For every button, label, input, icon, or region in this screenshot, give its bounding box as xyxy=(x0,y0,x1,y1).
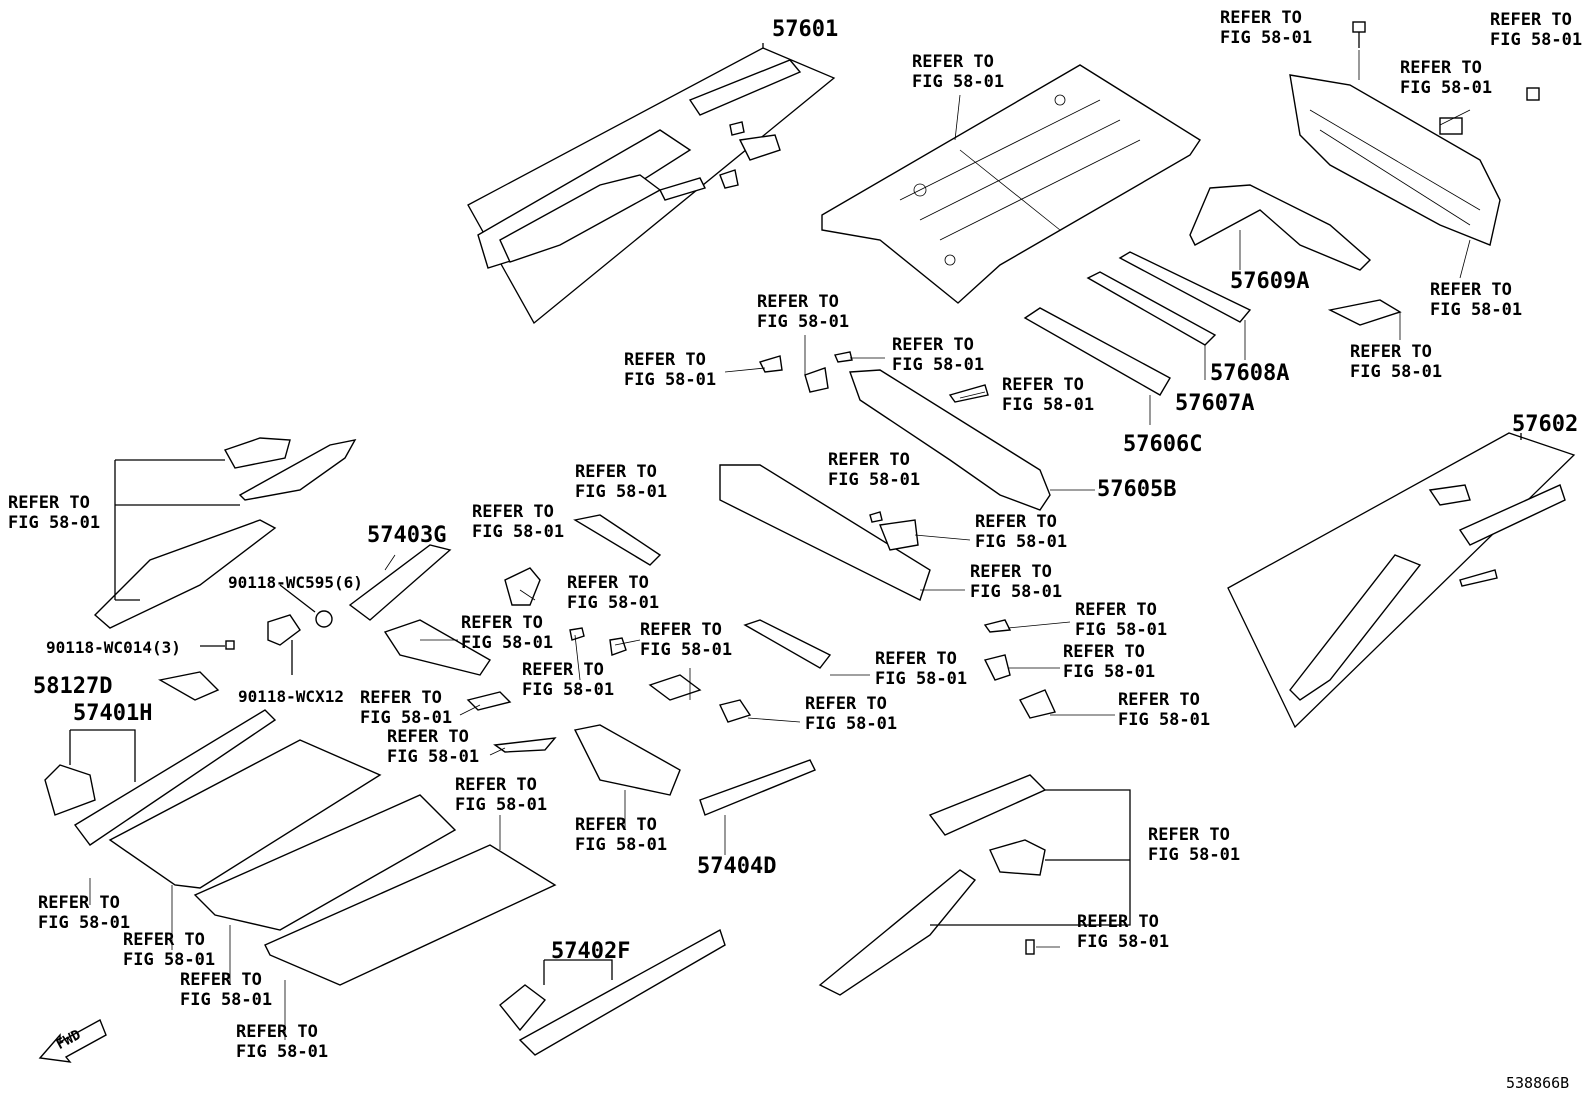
part-number-90118-WCX12: 90118-WCX12 xyxy=(238,687,344,706)
part-left-upper-group xyxy=(93,437,357,629)
bracket-wcx12 xyxy=(267,614,301,646)
part-number-57401H: 57401H xyxy=(73,701,153,726)
clip-icon xyxy=(315,610,333,628)
part-57609A xyxy=(1189,184,1372,271)
refer-label: REFER TO FIG 58-01 xyxy=(461,613,554,653)
refer-label: REFER TO FIG 58-01 xyxy=(892,335,985,375)
part-number-90118-WC014: 90118-WC014(3) xyxy=(46,638,181,657)
leader-lines xyxy=(89,50,1471,1040)
refer-label: REFER TO FIG 58-01 xyxy=(522,660,615,700)
refer-label: REFER TO FIG 58-01 xyxy=(1220,8,1313,48)
part-number-57403G: 57403G xyxy=(367,523,447,548)
part-number-57601: 57601 xyxy=(772,17,839,42)
refer-label: REFER TO FIG 58-01 xyxy=(975,512,1068,552)
part-mid-group xyxy=(383,514,832,816)
refer-label: REFER TO FIG 58-01 xyxy=(1490,10,1583,50)
group-box-57602 xyxy=(1227,432,1576,729)
refer-label: REFER TO FIG 58-01 xyxy=(624,350,717,390)
part-57606C xyxy=(1023,307,1171,396)
refer-label: REFER TO FIG 58-01 xyxy=(180,970,273,1010)
part-57403G xyxy=(348,544,452,621)
refer-label: REFER TO FIG 58-01 xyxy=(1400,58,1493,98)
part-lower-right-group xyxy=(818,774,1047,996)
refer-label: REFER TO FIG 58-01 xyxy=(455,775,548,815)
part-number-57602: 57602 xyxy=(1512,412,1579,437)
part-57602-side-member xyxy=(1289,484,1566,701)
refer-label: REFER TO FIG 58-01 xyxy=(1063,642,1156,682)
part-57402F xyxy=(499,928,726,1056)
part-right-small-group xyxy=(719,351,1056,719)
part-rear-floor-pan xyxy=(821,64,1201,304)
part-center-floor xyxy=(193,794,557,986)
refer-label: REFER TO FIG 58-01 xyxy=(8,493,101,533)
refer-label: REFER TO FIG 58-01 xyxy=(1002,375,1095,415)
refer-label: REFER TO FIG 58-01 xyxy=(236,1022,329,1062)
part-number-57608A: 57608A xyxy=(1210,361,1290,386)
part-57401H xyxy=(44,709,382,889)
refer-label: REFER TO FIG 58-01 xyxy=(575,815,668,855)
refer-label: REFER TO FIG 58-01 xyxy=(123,930,216,970)
refer-label: REFER TO FIG 58-01 xyxy=(575,462,668,502)
part-58127D xyxy=(158,671,220,701)
part-number-57605B: 57605B xyxy=(1097,477,1177,502)
diagram-id: 538866B xyxy=(1506,1074,1570,1092)
part-57608A xyxy=(1118,251,1252,323)
part-rear-panel xyxy=(1289,74,1501,246)
refer-label: REFER TO FIG 58-01 xyxy=(1350,342,1443,382)
refer-label: REFER TO FIG 58-01 xyxy=(805,694,898,734)
refer-label: REFER TO FIG 58-01 xyxy=(1075,600,1168,640)
refer-label: REFER TO FIG 58-01 xyxy=(567,573,660,613)
refer-label: REFER TO FIG 58-01 xyxy=(38,893,131,933)
part-number-57607A: 57607A xyxy=(1175,391,1255,416)
refer-label: REFER TO FIG 58-01 xyxy=(387,727,480,767)
refer-label: REFER TO FIG 58-01 xyxy=(757,292,850,332)
part-bracket-right xyxy=(1327,299,1402,326)
part-57607A xyxy=(1086,271,1217,346)
refer-label: REFER TO FIG 58-01 xyxy=(472,502,565,542)
part-number-58127D: 58127D xyxy=(33,674,113,699)
refer-label: REFER TO FIG 58-01 xyxy=(1118,690,1211,730)
refer-label: REFER TO FIG 58-01 xyxy=(1077,912,1170,952)
refer-label: REFER TO FIG 58-01 xyxy=(875,649,968,689)
part-57605B xyxy=(849,369,1051,511)
fwd-arrow-icon xyxy=(38,1019,107,1063)
refer-label: REFER TO FIG 58-01 xyxy=(828,450,921,490)
refer-label: REFER TO FIG 58-01 xyxy=(970,562,1063,602)
part-number-90118-WC595: 90118-WC595(6) xyxy=(228,573,363,592)
part-number-57606C: 57606C xyxy=(1123,432,1203,457)
refer-label: REFER TO FIG 58-01 xyxy=(1430,280,1523,320)
part-57601-side-member xyxy=(477,59,802,269)
refer-label: REFER TO FIG 58-01 xyxy=(1148,825,1241,865)
refer-label: REFER TO FIG 58-01 xyxy=(640,620,733,660)
refer-label: REFER TO FIG 58-01 xyxy=(912,52,1005,92)
part-number-57404D: 57404D xyxy=(697,854,777,879)
group-box-57601 xyxy=(467,47,836,324)
refer-label: REFER TO FIG 58-01 xyxy=(360,688,453,728)
part-number-57402F: 57402F xyxy=(551,939,631,964)
part-number-57609A: 57609A xyxy=(1230,269,1310,294)
